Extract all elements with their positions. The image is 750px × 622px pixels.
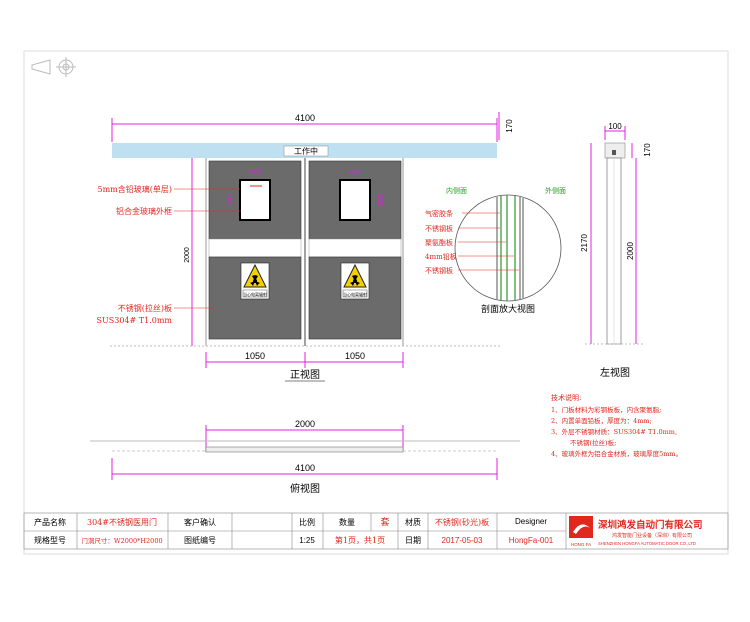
note-line-4: 不锈钢(拉丝)板; (570, 438, 616, 447)
section-callout-0: 气密胶条 (425, 209, 453, 218)
date-label: 日期 (405, 536, 421, 545)
note-line-3: 3、外层不锈钢材质：SUS304# T1.0mm, (551, 427, 677, 436)
hongfa-logo-icon: HONG FA (569, 516, 593, 547)
material-value: 不锈钢(砂光)板 (435, 517, 489, 527)
side-view-caption: 左视图 (600, 366, 630, 379)
radiation-sign-icon: 当心电离辐射 (240, 262, 270, 300)
section-callout-1: 不锈钢板 (425, 224, 453, 233)
leaf-width-right: 1050 (345, 351, 365, 361)
window-width-left: 250 (249, 169, 261, 176)
side-total-height: 2170 (580, 234, 589, 252)
radiation-sign-icon: 当心电离辐射 (340, 262, 370, 300)
scale-label: 比例 (299, 517, 315, 527)
section-detail-view: 内侧面 外侧面 气密胶条 不锈钢板 聚氨酯板 4mm铅板 不锈钢板 剖面放大视图 (425, 186, 566, 315)
drawing-frame (23, 50, 729, 555)
notes-title: 技术说明: (551, 393, 581, 402)
designer-label: Designer (515, 517, 547, 526)
callout-stainless-panel: 不锈钢(拉丝)板 (118, 303, 172, 313)
inner-side-label: 内侧面 (446, 186, 467, 195)
note-line-2: 2、内置单面铅板，厚度为：4mm; (551, 416, 652, 425)
callout-window-frame: 铝合金玻璃外框 (116, 206, 172, 216)
technical-notes: 技术说明: 1、门板材料为彩钢板板，内含聚氨脂; 2、内置单面铅板，厚度为：4m… (551, 393, 682, 458)
drawing-no-value: HongFa-001 (509, 536, 554, 545)
dim-4100-label: 4100 (295, 113, 315, 123)
company-name-en: SHENZHEN HONGFA AUTOMATIC DOOR CO.,LTD (598, 541, 696, 546)
window-height-right: 500 (378, 194, 385, 206)
top-opening-label: 2000 (295, 419, 315, 429)
leaf-width-left: 1050 (245, 351, 265, 361)
title-block-text: 产品名称 304#不锈钢医用门 客户确认 比例 数量 套 材质 不锈钢(砂光)板… (34, 516, 554, 545)
company-sub-cn: 鸿发智能门业设备（深圳）有限公司 (612, 532, 692, 539)
left-window (239, 179, 271, 221)
material-label: 材质 (405, 517, 421, 527)
outer-side-label: 外侧面 (545, 186, 566, 195)
top-view-caption: 俯视图 (290, 482, 320, 495)
right-window (339, 179, 371, 221)
company-name-cn: 深圳鸿发自动门有限公司 (598, 519, 703, 531)
front-view: 4100 170 工作中 250 250 500 500 (97, 112, 514, 382)
section-callout-4: 不锈钢板 (425, 266, 453, 275)
sign-text-right: 当心电离辐射 (343, 291, 367, 297)
side-width-label: 100 (608, 122, 622, 131)
product-name-value: 304#不锈钢医用门 (87, 517, 157, 527)
quantity-label: 数量 (339, 517, 355, 527)
sign-text-left: 当心电离辐射 (243, 291, 267, 297)
callout-lead-glass: 5mm含铅玻璃(单层) (97, 184, 172, 194)
side-view: 100 170 2170 2000 左视图 (580, 122, 652, 379)
window-width-right: 250 (349, 169, 361, 176)
front-view-caption: 正视图 (290, 368, 320, 381)
drawing-no-label: 图纸编号 (184, 535, 216, 545)
logo-text: HONG FA (571, 542, 591, 547)
section-callout-2: 聚氨酯板 (425, 238, 453, 247)
top-door-profile (205, 446, 404, 453)
note-line-5: 4、玻璃外框为铝合金材质，玻璃厚度5mm。 (551, 449, 682, 458)
model-value: 门洞尺寸：W2000*H2000 (81, 536, 162, 545)
title-block (23, 512, 729, 550)
dim-2000-height: 2000 (184, 247, 191, 263)
scale-value: 1:25 (299, 536, 315, 545)
side-top-height: 170 (643, 143, 652, 157)
top-view: 2000 4100 俯视图 (90, 419, 520, 495)
note-line-1: 1、门板材料为彩钢板板，内含聚氨脂; (551, 405, 661, 414)
client-confirm-label: 客户确认 (184, 517, 216, 527)
top-total-label: 4100 (295, 463, 315, 473)
model-label: 规格型号 (34, 535, 66, 545)
product-name-label: 产品名称 (34, 517, 66, 527)
pages-value: 第1页，共1页 (335, 535, 385, 545)
quantity-unit: 套 (380, 516, 389, 528)
right-leaf-upper (308, 160, 402, 240)
section-caption: 剖面放大视图 (481, 303, 535, 315)
section-callout-3: 4mm铅板 (425, 252, 457, 261)
working-sign-label: 工作中 (294, 146, 318, 156)
callout-sus304: SUS304# T1.0mm (97, 316, 173, 325)
side-door-height: 2000 (626, 242, 635, 260)
window-height-left: 500 (227, 194, 234, 206)
date-value: 2017-05-03 (442, 536, 483, 545)
projection-symbol (31, 57, 76, 77)
dim-170-label: 170 (505, 119, 514, 133)
